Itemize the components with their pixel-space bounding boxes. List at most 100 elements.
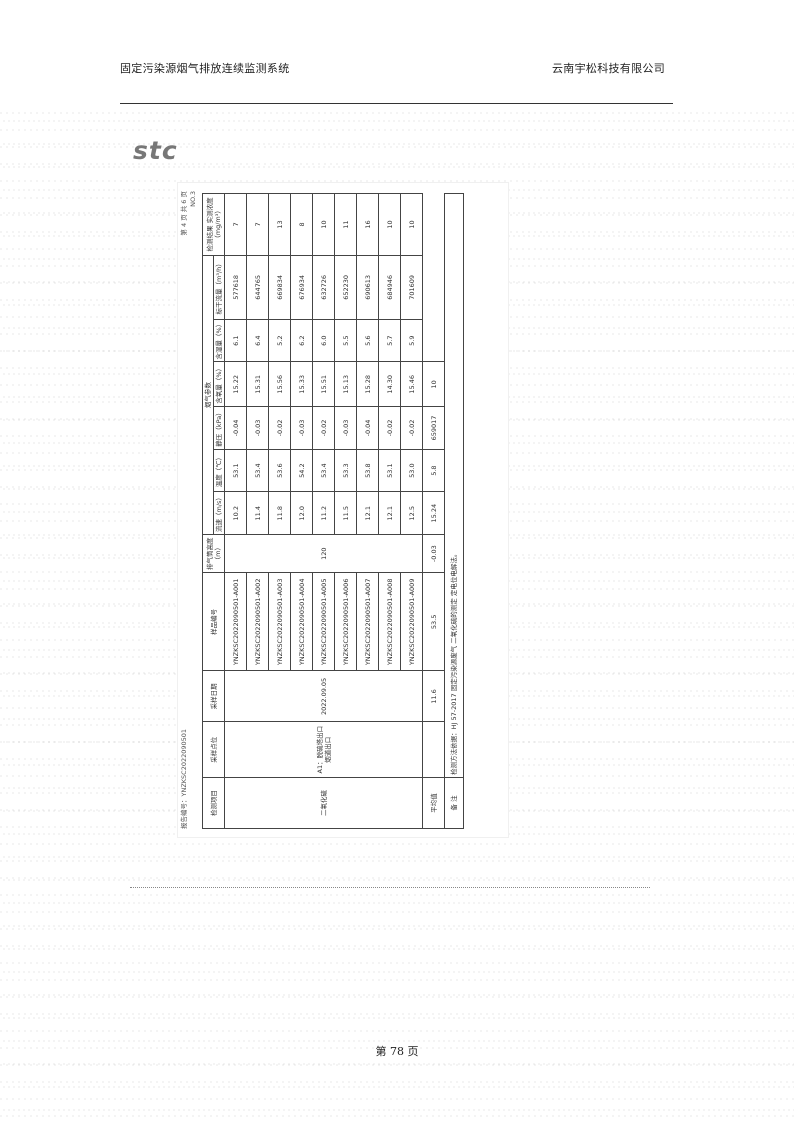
average-row: 平均值 11.6 53.5 -0.03 15.24 5.8 659017 10: [422, 194, 445, 829]
table-header-row: 检测项目 采样点位 采样日期 样品编号 排气筒高度（m） 烟气参数 检测结果 实…: [202, 193, 225, 829]
cell-flow: 701609: [400, 255, 423, 320]
table-body: 二氧化硫 A1：脱硫塔出口烟道出口 2022.09.05 YNZKSC20220…: [224, 193, 423, 829]
cell-temp: 54.2: [290, 449, 313, 492]
page-info: 第 4 页 共 6 页: [180, 191, 188, 236]
cell-oxygen: 14.30: [378, 361, 401, 407]
col-flow: 标干流量（m³/h）: [213, 255, 225, 320]
cell-conc: 8: [290, 193, 313, 256]
col-concentration: 检测结果 实测浓度（mg/m³）: [202, 193, 225, 256]
note-text: 检测方法依据：HJ 57-2017 固定污染源废气 二氧化硫的测定 定电位电解法…: [444, 193, 464, 778]
cell-sample: YNZKSC2022090501-A005: [312, 572, 335, 671]
cell-oxygen: 15.51: [312, 361, 335, 407]
cell-item: 二氧化硫: [224, 777, 423, 829]
cell-temp: 53.4: [246, 449, 269, 492]
cell-moisture: 6.0: [312, 319, 335, 362]
company-logo: stc: [133, 136, 178, 165]
scanned-report-sheet: [178, 183, 508, 837]
avg-conc: 10: [422, 361, 445, 407]
cell-moisture: 6.2: [290, 319, 313, 362]
cell-moisture: 5.7: [378, 319, 401, 362]
cell-flow: 690613: [356, 255, 379, 320]
cell-temp: 53.3: [334, 449, 357, 492]
cell-conc: 13: [268, 193, 291, 256]
cell-date: 2022.09.05: [224, 670, 423, 722]
col-temperature: 温度（℃）: [213, 449, 225, 492]
avg-temp: 53.5: [422, 572, 445, 671]
cell-pressure: -0.04: [356, 406, 379, 450]
cell-pressure: -0.03: [246, 406, 269, 450]
cell-velocity: 12.1: [378, 491, 401, 535]
cell-velocity: 11.2: [312, 491, 335, 535]
report-rotated-container: 报告编号：YNZKSC2022090501 第 4 页 共 6 页 NO.3 检…: [178, 183, 508, 837]
avg-height-blank: [422, 721, 445, 778]
col-static-pressure: 静压（kPa）: [213, 406, 225, 450]
col-velocity: 流速（m/s）: [213, 491, 225, 535]
cell-conc: 10: [378, 193, 401, 256]
cell-temp: 53.1: [224, 449, 247, 492]
cell-velocity: 12.1: [356, 491, 379, 535]
cell-flow: 632726: [312, 255, 335, 320]
cell-velocity: 12.0: [290, 491, 313, 535]
document-header-title: 固定污染源烟气排放连续监测系统: [120, 62, 290, 75]
cell-conc: 10: [400, 193, 423, 256]
cell-point: A1：脱硫塔出口烟道出口: [224, 721, 423, 778]
col-oxygen: 含氧量（%）: [213, 361, 225, 407]
cell-pressure: -0.03: [290, 406, 313, 450]
cell-sample: YNZKSC2022090501-A004: [290, 572, 313, 671]
cell-moisture: 5.9: [400, 319, 423, 362]
cell-conc: 11: [334, 193, 357, 256]
report-page-info: 第 4 页 共 6 页 NO.3: [180, 191, 198, 236]
col-sample-no: 样品编号: [202, 572, 225, 671]
cell-velocity: 11.4: [246, 491, 269, 535]
col-flue-gas: 烟气参数: [202, 255, 214, 535]
cell-temp: 53.1: [378, 449, 401, 492]
cell-conc: 7: [224, 193, 247, 256]
avg-moisture: 5.8: [422, 449, 445, 492]
cell-temp: 53.0: [400, 449, 423, 492]
cell-pressure: -0.02: [400, 406, 423, 450]
cell-flow: 577618: [224, 255, 247, 320]
report-content: 报告编号：YNZKSC2022090501 第 4 页 共 6 页 NO.3 检…: [178, 183, 508, 837]
cell-velocity: 11.5: [334, 491, 357, 535]
cell-velocity: 11.8: [268, 491, 291, 535]
page-number: 第 78 页: [375, 1045, 419, 1058]
cell-moisture: 5.5: [334, 319, 357, 362]
col-height: 排气筒高度（m）: [202, 534, 225, 573]
report-number: 报告编号：YNZKSC2022090501: [180, 728, 188, 829]
cell-moisture: 5.2: [268, 319, 291, 362]
cell-sample: YNZKSC2022090501-A007: [356, 572, 379, 671]
cell-moisture: 6.1: [224, 319, 247, 362]
avg-label: 平均值: [422, 777, 445, 829]
cell-flow: 652230: [334, 255, 357, 320]
col-point: 采样点位: [202, 721, 225, 778]
cell-oxygen: 15.28: [356, 361, 379, 407]
cell-sample: YNZKSC2022090501-A008: [378, 572, 401, 671]
avg-velocity: 11.6: [422, 670, 445, 722]
cell-pressure: -0.02: [378, 406, 401, 450]
cell-velocity: 10.2: [224, 491, 247, 535]
cell-conc: 10: [312, 193, 335, 256]
form-number: NO.3: [189, 191, 197, 207]
note-label: 备 注: [444, 777, 464, 829]
cell-pressure: -0.02: [312, 406, 335, 450]
cell-sample: YNZKSC2022090501-A001: [224, 572, 247, 671]
cell-temp: 53.4: [312, 449, 335, 492]
cell-velocity: 12.5: [400, 491, 423, 535]
cell-temp: 53.8: [356, 449, 379, 492]
header-divider: [120, 103, 673, 104]
cell-oxygen: 15.22: [224, 361, 247, 407]
cell-sample: YNZKSC2022090501-A002: [246, 572, 269, 671]
col-item: 检测项目: [202, 777, 225, 829]
col-moisture: 含湿量（%）: [213, 319, 225, 362]
cell-temp: 53.6: [268, 449, 291, 492]
cell-flow: 676934: [290, 255, 313, 320]
document-header-company: 云南宇松科技有限公司: [552, 62, 665, 75]
cell-oxygen: 15.31: [246, 361, 269, 407]
cell-conc: 7: [246, 193, 269, 256]
cell-flow: 684946: [378, 255, 401, 320]
cell-oxygen: 15.46: [400, 361, 423, 407]
cell-oxygen: 15.13: [334, 361, 357, 407]
emission-test-table: 检测项目 采样点位 采样日期 样品编号 排气筒高度（m） 烟气参数 检测结果 实…: [202, 193, 464, 829]
cell-flow: 669834: [268, 255, 291, 320]
cell-moisture: 5.6: [356, 319, 379, 362]
